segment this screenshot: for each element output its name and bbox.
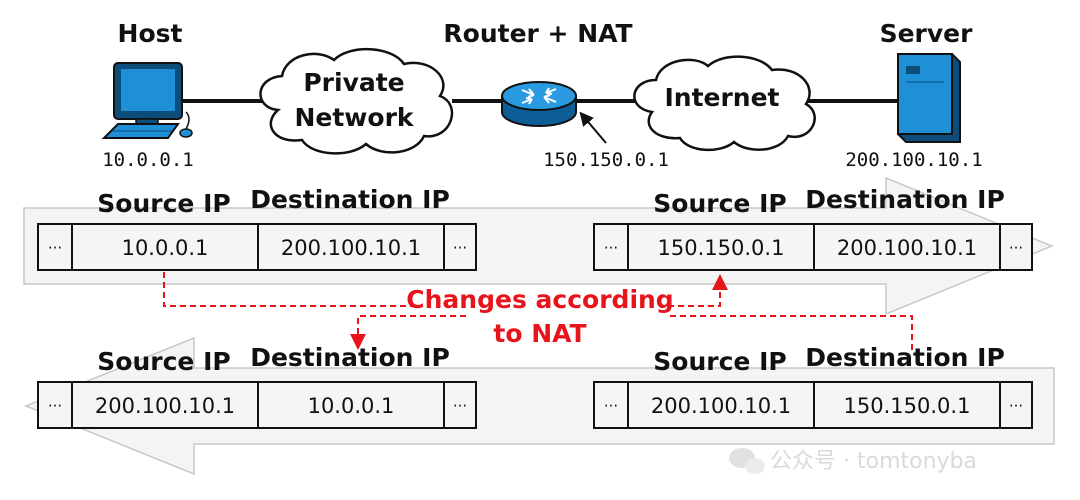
private-network-label-line2: Network bbox=[294, 103, 414, 132]
nat-change-connectors bbox=[163, 272, 913, 350]
inbound-change-connector-target bbox=[350, 315, 466, 350]
router-icon bbox=[501, 81, 577, 127]
private-network-cloud-icon bbox=[259, 48, 454, 155]
inbound-private-destination-header: Destination IP bbox=[250, 343, 450, 372]
outbound-private-source-header: Source IP bbox=[97, 189, 230, 218]
packet-trailing-ellipsis: ··· bbox=[453, 397, 467, 415]
internet-cloud-icon bbox=[633, 55, 816, 152]
packet-destination-ip: 200.100.10.1 bbox=[837, 236, 977, 260]
packet-leading-ellipsis: ··· bbox=[604, 239, 618, 257]
packet-outbound-private: ··· 10.0.0.1 200.100.10.1 ··· bbox=[37, 223, 477, 271]
packet-source-ip: 10.0.0.1 bbox=[122, 236, 209, 260]
server-label: Server bbox=[880, 19, 974, 48]
packet-inbound-private: ··· 200.100.10.1 10.0.0.1 ··· bbox=[37, 381, 477, 429]
packet-trailing-ellipsis: ··· bbox=[453, 239, 467, 257]
host-label: Host bbox=[118, 19, 183, 48]
packet-trailing-ellipsis: ··· bbox=[1009, 397, 1023, 415]
outbound-public-destination-header: Destination IP bbox=[805, 185, 1005, 214]
packet-source-ip: 200.100.10.1 bbox=[95, 394, 235, 418]
inbound-public-source-header: Source IP bbox=[653, 347, 786, 376]
private-network-label-line1: Private bbox=[303, 68, 404, 97]
packet-destination-ip: 10.0.0.1 bbox=[308, 394, 395, 418]
outbound-flow-arrow bbox=[23, 176, 1054, 316]
internet-label: Internet bbox=[664, 83, 779, 112]
inbound-private-source-header: Source IP bbox=[97, 347, 230, 376]
nat-annotation-line2: to NAT bbox=[493, 319, 586, 348]
inbound-change-connector bbox=[668, 315, 913, 350]
packet-source-ip: 200.100.10.1 bbox=[651, 394, 791, 418]
host-computer-icon bbox=[101, 62, 193, 139]
inbound-flow-arrow bbox=[24, 336, 1055, 476]
outbound-change-connector bbox=[163, 272, 412, 307]
packet-leading-ellipsis: ··· bbox=[48, 397, 62, 415]
router-ip-pointer bbox=[579, 111, 607, 144]
packet-leading-ellipsis: ··· bbox=[48, 239, 62, 257]
router-ip: 150.150.0.1 bbox=[543, 149, 669, 171]
inbound-public-destination-header: Destination IP bbox=[805, 343, 1005, 372]
packet-destination-ip: 150.150.0.1 bbox=[844, 394, 971, 418]
packet-trailing-ellipsis: ··· bbox=[1009, 239, 1023, 257]
wechat-watermark-icon bbox=[729, 448, 765, 474]
packet-destination-ip: 200.100.10.1 bbox=[281, 236, 421, 260]
outbound-change-connector-target bbox=[668, 274, 728, 307]
server-ip: 200.100.10.1 bbox=[845, 149, 982, 171]
nat-annotation-line1: Changes according bbox=[406, 285, 673, 314]
server-icon bbox=[897, 53, 961, 143]
outbound-public-source-header: Source IP bbox=[653, 189, 786, 218]
host-ip: 10.0.0.1 bbox=[102, 149, 194, 171]
outbound-private-destination-header: Destination IP bbox=[250, 185, 450, 214]
packet-outbound-public: ··· 150.150.0.1 200.100.10.1 ··· bbox=[593, 223, 1033, 271]
packet-leading-ellipsis: ··· bbox=[604, 397, 618, 415]
packet-inbound-public: ··· 200.100.10.1 150.150.0.1 ··· bbox=[593, 381, 1033, 429]
watermark-text: 公众号 · tomtonyba bbox=[770, 449, 977, 474]
router-label: Router + NAT bbox=[443, 19, 632, 48]
packet-source-ip: 150.150.0.1 bbox=[658, 236, 785, 260]
